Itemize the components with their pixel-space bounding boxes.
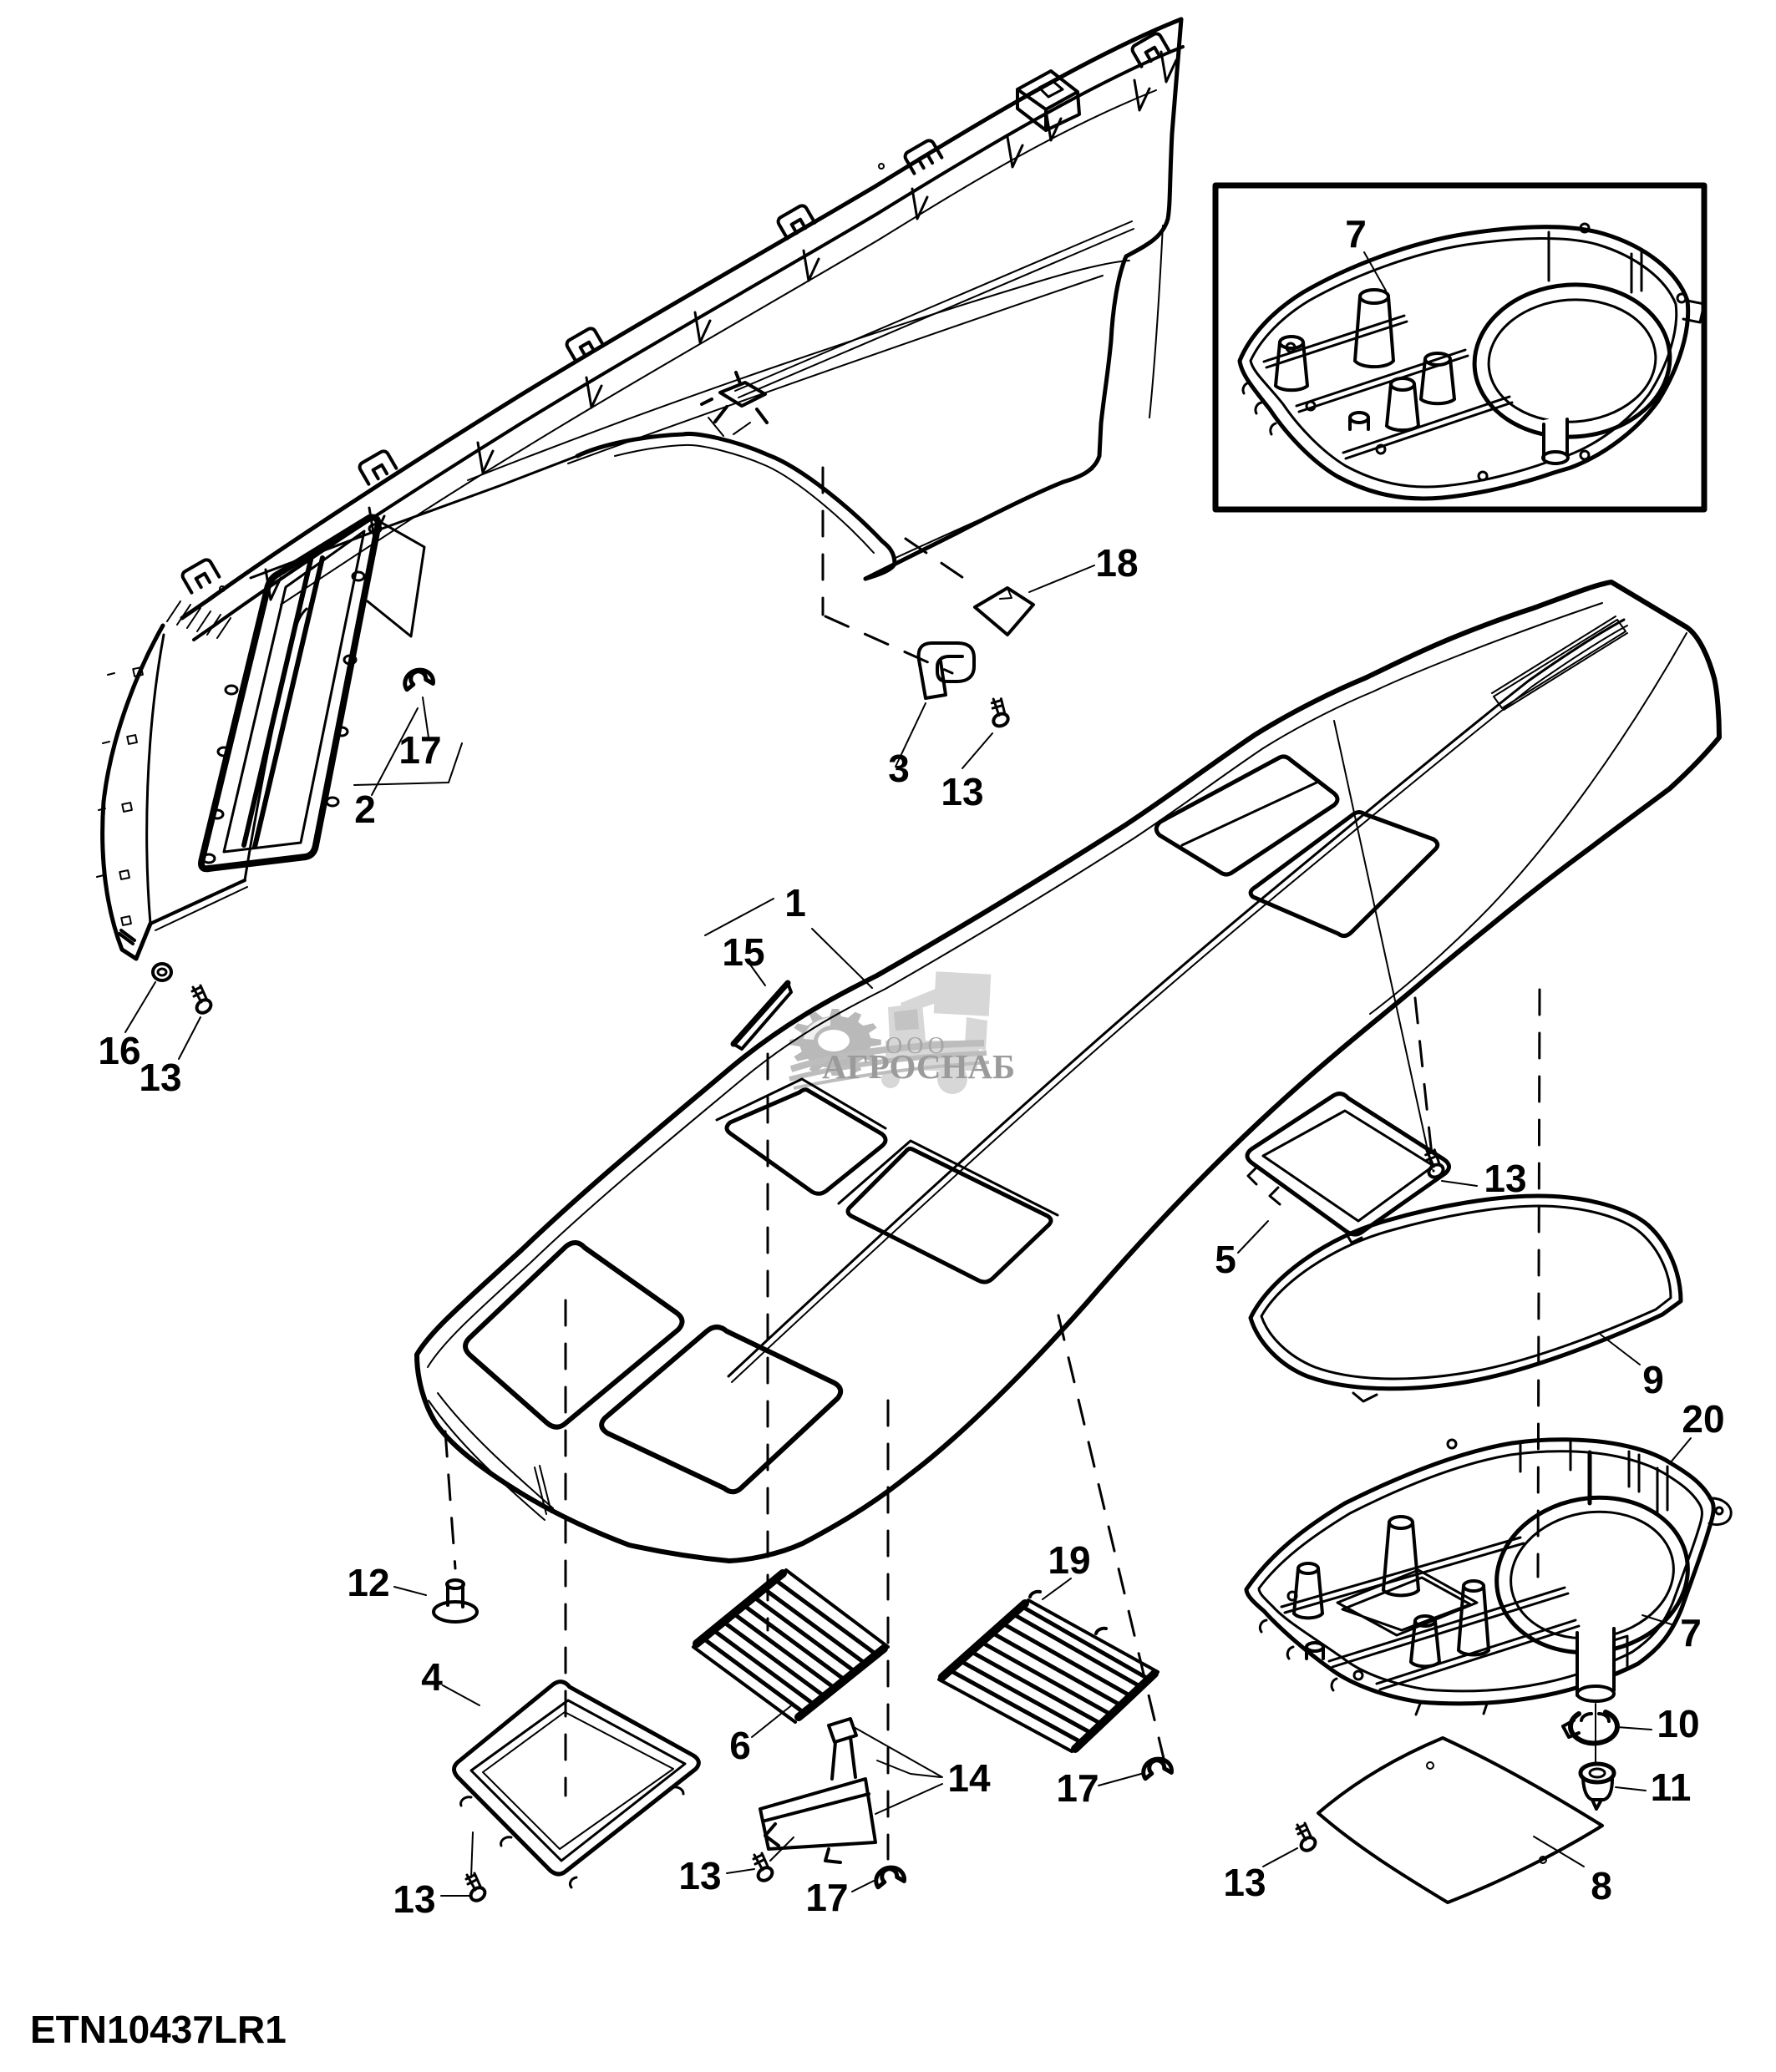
svg-text:3: 3 — [888, 747, 910, 790]
svg-text:13: 13 — [1223, 1861, 1266, 1904]
svg-text:18: 18 — [1095, 541, 1138, 585]
svg-text:16: 16 — [98, 1029, 140, 1072]
svg-text:10: 10 — [1657, 1702, 1699, 1745]
svg-text:12: 12 — [347, 1561, 389, 1604]
svg-text:АГРОСНАБ: АГРОСНАБ — [822, 1047, 1015, 1086]
svg-text:17: 17 — [1056, 1766, 1099, 1810]
svg-text:5: 5 — [1215, 1238, 1236, 1281]
svg-text:9: 9 — [1642, 1358, 1664, 1401]
svg-text:2: 2 — [354, 788, 376, 831]
svg-text:ETN10437LR1: ETN10437LR1 — [30, 2008, 287, 2051]
svg-text:13: 13 — [139, 1056, 181, 1099]
svg-text:11: 11 — [1651, 1766, 1692, 1809]
svg-text:7: 7 — [1680, 1611, 1702, 1654]
svg-text:19: 19 — [1048, 1538, 1090, 1582]
svg-text:15: 15 — [722, 930, 764, 974]
svg-text:4: 4 — [421, 1655, 443, 1699]
svg-text:13: 13 — [393, 1877, 435, 1921]
svg-text:13: 13 — [678, 1854, 721, 1897]
svg-text:17: 17 — [805, 1876, 848, 1919]
svg-text:1: 1 — [784, 881, 806, 925]
svg-text:20: 20 — [1682, 1397, 1724, 1441]
svg-text:13: 13 — [1484, 1157, 1526, 1200]
svg-text:7: 7 — [1345, 212, 1367, 256]
svg-text:13: 13 — [941, 770, 983, 813]
svg-text:ООО: ООО — [885, 1033, 949, 1059]
svg-text:8: 8 — [1591, 1864, 1612, 1907]
svg-text:14: 14 — [947, 1756, 991, 1800]
svg-text:6: 6 — [729, 1724, 751, 1767]
svg-text:17: 17 — [398, 728, 441, 772]
